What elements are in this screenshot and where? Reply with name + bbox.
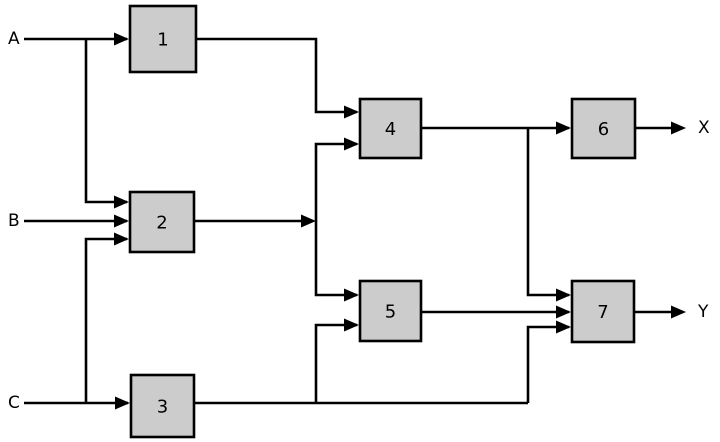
wires-layer — [24, 37, 682, 405]
input-b-label: B — [8, 211, 20, 231]
arrow-junction-2-icon — [301, 214, 316, 228]
arrow-into-4-top-icon — [344, 105, 359, 119]
block-2[interactable]: 2 — [128, 190, 196, 254]
arrow-into-1-icon — [114, 32, 129, 46]
block-2-label: 2 — [156, 213, 167, 234]
arrow-into-4-bot-icon — [344, 137, 359, 151]
wire-bus-to-5 — [314, 323, 357, 403]
arrow-into-7-mid-icon — [556, 305, 571, 319]
block-1-rect[interactable] — [128, 4, 198, 74]
block-7[interactable]: 7 — [570, 279, 636, 344]
block-2-rect[interactable] — [128, 190, 196, 254]
block-5-label: 5 — [385, 302, 396, 323]
block-3-rect[interactable] — [129, 373, 196, 439]
input-c-label: C — [8, 393, 20, 413]
arrow-into-5-top-icon — [344, 288, 359, 302]
wire-1-to-4 — [196, 37, 357, 114]
arrow-into-2-bot-icon — [114, 232, 129, 246]
block-6-rect[interactable] — [570, 97, 637, 160]
arrowheads-layer — [114, 32, 686, 410]
block-3-label: 3 — [157, 397, 168, 418]
arrow-into-2-top-icon — [114, 195, 129, 209]
wire-junction-to-4 — [314, 142, 357, 221]
output-y-label: Y — [697, 302, 709, 322]
io-labels-layer: A B C X Y — [8, 29, 710, 413]
input-a-label: A — [8, 29, 20, 49]
block-4-label: 4 — [385, 119, 396, 140]
block-3[interactable]: 3 — [129, 373, 196, 439]
arrow-into-6-icon — [556, 121, 571, 135]
arrow-into-5-bot-icon — [344, 318, 359, 332]
block-1[interactable]: 1 — [128, 4, 198, 74]
block-5[interactable]: 5 — [358, 279, 423, 343]
arrow-into-3-icon — [115, 396, 130, 410]
block-4-rect[interactable] — [358, 97, 423, 160]
output-x-label: X — [698, 118, 710, 138]
block-7-rect[interactable] — [570, 279, 636, 344]
wire-junction-to-5 — [314, 221, 357, 297]
wire-bus-to-7 — [526, 325, 569, 403]
arrow-into-7-top-icon — [556, 288, 571, 302]
wire-a-to-2 — [84, 39, 127, 204]
arrow-into-2-mid-icon — [114, 214, 129, 228]
block-6[interactable]: 6 — [570, 97, 637, 160]
block-1-label: 1 — [157, 30, 168, 51]
block-5-rect[interactable] — [358, 279, 423, 343]
block-4[interactable]: 4 — [358, 97, 423, 160]
arrow-out-y-icon — [671, 305, 686, 319]
blocks-layer: 1 2 3 4 5 6 7 — [128, 4, 637, 439]
arrow-into-7-bot-icon — [556, 320, 571, 334]
wire-4-to-7 — [526, 128, 569, 297]
arrow-out-x-icon — [671, 121, 686, 135]
wire-c-to-2 — [84, 237, 127, 403]
block-7-label: 7 — [597, 302, 608, 323]
block-6-label: 6 — [598, 119, 609, 140]
